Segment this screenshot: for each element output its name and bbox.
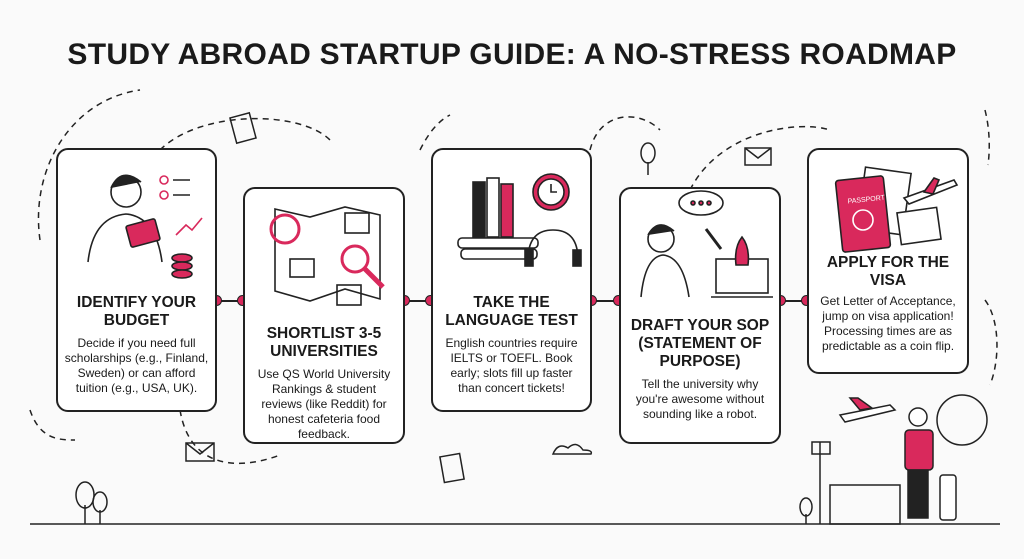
step-heading: SHORTLIST 3-5 UNIVERSITIES xyxy=(266,325,382,360)
thinking-rocket-icon xyxy=(640,190,773,298)
books-clock-headset-icon xyxy=(457,173,582,267)
step-body: English countries require IELTS or TOEFL… xyxy=(445,336,578,395)
connector xyxy=(781,300,807,302)
step-card-budget: IDENTIFY YOUR BUDGET Decide if you need … xyxy=(56,148,217,412)
step-body: Decide if you need full scholarships (e.… xyxy=(64,336,209,395)
step-card-visa: PASSPORT APPLY FOR THE VISA Get Letter o… xyxy=(807,148,969,374)
step-heading: APPLY FOR THE VISA xyxy=(826,254,950,289)
step-body: Use QS World University Rankings & stude… xyxy=(257,367,391,441)
step-heading: DRAFT YOUR SOP (STATEMENT OF PURPOSE) xyxy=(630,317,770,370)
step-card-shortlist: SHORTLIST 3-5 UNIVERSITIES Use QS World … xyxy=(243,187,405,444)
student-budget-icon xyxy=(87,174,203,279)
step-body: Get Letter of Acceptance, jump on visa a… xyxy=(820,294,956,353)
step-card-sop: DRAFT YOUR SOP (STATEMENT OF PURPOSE) Te… xyxy=(619,187,781,444)
connector xyxy=(592,300,619,302)
step-heading: TAKE THE LANGUAGE TEST xyxy=(445,294,578,329)
map-universities-icon xyxy=(269,206,385,306)
page-title: STUDY ABROAD STARTUP GUIDE: A NO-STRESS … xyxy=(67,38,957,71)
passport-label: PASSPORT xyxy=(847,195,886,206)
step-card-language-test: TAKE THE LANGUAGE TEST English countries… xyxy=(431,148,592,412)
step-body: Tell the university why you're awesome w… xyxy=(635,377,765,421)
passport-plane-icon: PASSPORT xyxy=(834,166,959,253)
connector xyxy=(405,300,431,302)
step-heading: IDENTIFY YOUR BUDGET xyxy=(76,294,197,329)
connector xyxy=(217,300,243,302)
